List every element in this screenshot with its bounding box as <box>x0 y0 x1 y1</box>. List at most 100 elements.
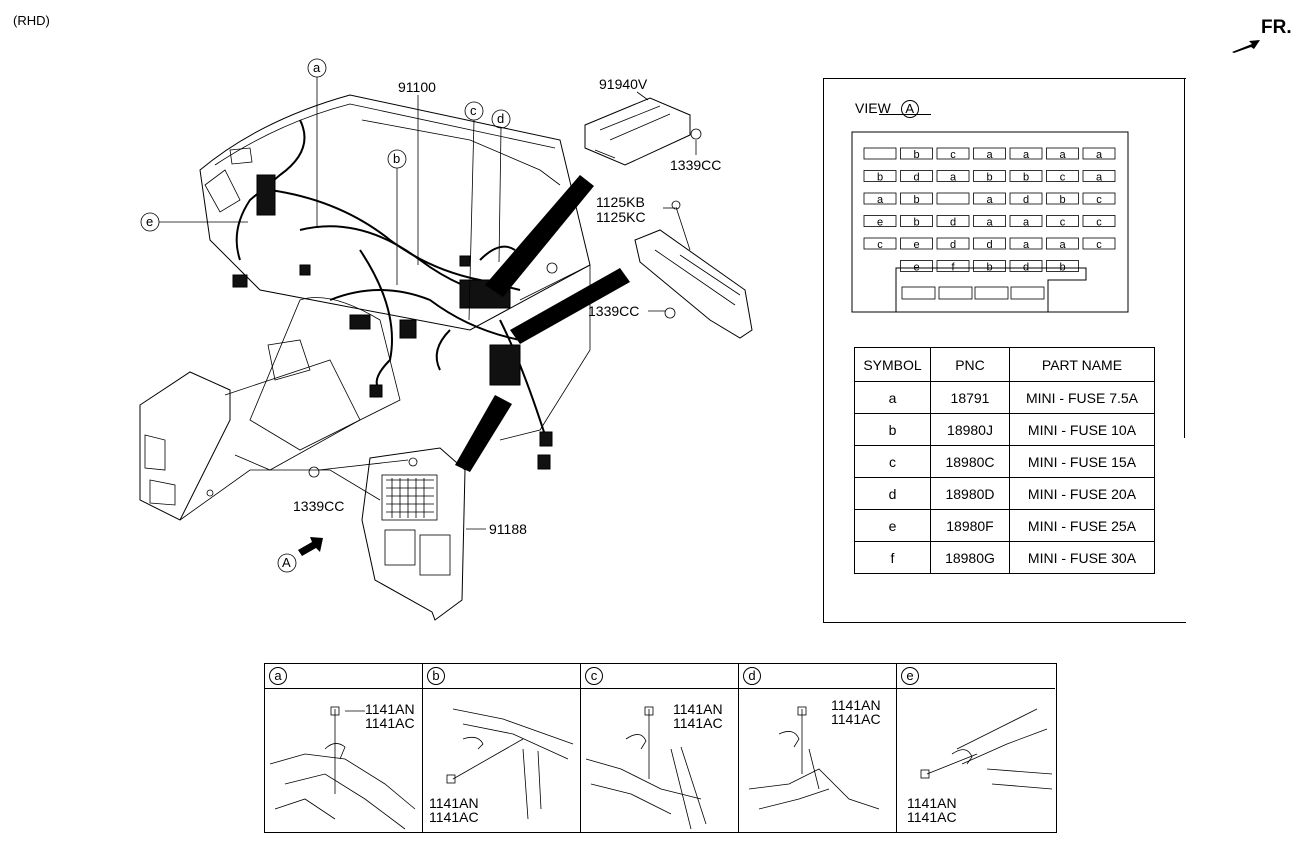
table-row: c 18980C MINI - FUSE 15A <box>854 445 1155 478</box>
fuse-slot <box>973 215 1006 227</box>
detail-part-1141ac: 1141AC <box>831 711 881 727</box>
front-label: FR. <box>1261 17 1292 38</box>
detail-parts-a: 1141AN 1141AC <box>365 702 415 730</box>
detail-part-1141ac: 1141AC <box>907 809 957 825</box>
detail-key: a <box>269 667 287 685</box>
view-a-panel <box>823 78 1186 623</box>
fuse-slot <box>1046 215 1079 227</box>
view-title-circle: A <box>900 100 919 118</box>
table-row: e 18980F MINI - FUSE 25A <box>854 509 1155 542</box>
callout-circles <box>140 58 511 573</box>
fuse-slot <box>973 147 1006 160</box>
detail-parts-e: 1141AN 1141AC <box>907 796 957 824</box>
fuse-slot-label: b <box>913 194 919 206</box>
detail-part-1141an: 1141AN <box>907 795 957 811</box>
fuse-slot-label: a <box>986 149 993 161</box>
fuse-slot-label: c <box>1060 217 1066 229</box>
fuse-slot <box>900 147 933 160</box>
fuse-slot <box>1082 237 1116 250</box>
detail-cell-b: b 1141AN 1141AC <box>423 664 581 832</box>
fuse-slot-label: c <box>1060 172 1066 184</box>
fuse-slot <box>1009 170 1043 182</box>
fuse-slot <box>973 192 1006 205</box>
detail-cell-d: d 1141AN 1141AC <box>739 664 897 832</box>
detail-header: d <box>739 664 896 689</box>
fuse-slot-label: e <box>913 239 919 251</box>
table-cell-part-name: MINI - FUSE 7.5A <box>1009 381 1155 414</box>
fuse-slot-label: a <box>1059 149 1066 161</box>
fuse-slot-label: b <box>1059 262 1065 274</box>
detail-drawing-d <box>748 706 880 810</box>
table-cell-symbol: b <box>854 413 931 446</box>
detail-drawing-b <box>446 708 574 820</box>
fuse-slot-label: a <box>1023 149 1030 161</box>
label-1125kb: 1125KB <box>596 194 645 210</box>
junction-box-91188 <box>308 447 466 621</box>
fuse-slot <box>1009 215 1043 227</box>
table-cell-symbol: a <box>854 381 931 414</box>
detail-part-1141an: 1141AN <box>831 697 881 713</box>
fuse-slot <box>1046 237 1079 250</box>
fuse-slot <box>1082 192 1116 205</box>
fuse-slot-label: b <box>913 149 919 161</box>
detail-cell-a: a 1141AN 1141AC <box>265 664 423 832</box>
fuse-slot-label: a <box>1023 217 1030 229</box>
fuse-slot <box>1009 147 1043 160</box>
table-cell-symbol: e <box>854 509 931 542</box>
relay-slots <box>901 286 1045 300</box>
front-arrow-icon <box>1232 40 1260 53</box>
module-bracket-right <box>634 200 753 339</box>
table-cell-pnc: 18980J <box>930 413 1010 446</box>
table-cell-part-name: MINI - FUSE 15A <box>1009 445 1155 478</box>
table-cell-pnc: 18980C <box>930 445 1010 478</box>
label-1339cc-left: 1339CC <box>293 498 345 514</box>
fuse-slot-label: f <box>951 262 955 274</box>
callout-d-main: d <box>497 111 505 126</box>
fuse-slot <box>1009 237 1043 250</box>
fuse-slot <box>1009 260 1043 272</box>
fuse-slot-label: c <box>877 239 883 251</box>
table-row: d 18980D MINI - FUSE 20A <box>854 477 1155 510</box>
detail-header: b <box>423 664 580 689</box>
fuse-slot <box>1046 192 1079 205</box>
detail-strip: a 1141AN 1141AC b 1141AN 1141AC <box>264 663 1057 833</box>
callout-b-main: b <box>393 151 401 166</box>
fuse-slot-label: d <box>1023 262 1029 274</box>
fuse-slot <box>1046 147 1079 160</box>
detail-header: a <box>265 664 422 689</box>
detail-header: c <box>581 664 738 689</box>
fuse-slot-label: c <box>1096 217 1102 229</box>
table-cell-part-name: MINI - FUSE 30A <box>1009 541 1155 574</box>
callout-c-main: c <box>470 103 477 118</box>
table-cell-symbol: d <box>854 477 931 510</box>
table-header-pnc: PNC <box>930 347 1010 382</box>
label-91940v: 91940V <box>599 76 648 92</box>
fuse-slot <box>900 170 933 182</box>
view-a-arrow-icon <box>298 537 323 556</box>
fuse-slot <box>900 260 933 272</box>
table-cell-pnc: 18980F <box>930 509 1010 542</box>
fuse-slot-label: d <box>950 239 956 251</box>
detail-parts-d: 1141AN 1141AC <box>831 698 881 726</box>
table-cell-part-name: MINI - FUSE 20A <box>1009 477 1155 510</box>
fuse-slot <box>1082 147 1116 160</box>
fuse-parts-table: SYMBOL PNC PART NAME a 18791 MINI - FUSE… <box>854 347 1155 574</box>
wiring-harness <box>232 119 553 470</box>
fuse-slot <box>863 192 897 205</box>
fuse-slot <box>973 237 1006 250</box>
fuse-slot <box>936 170 970 182</box>
table-header-part-name: PART NAME <box>1009 347 1155 382</box>
label-91100: 91100 <box>398 79 436 95</box>
label-1125kc: 1125KC <box>596 209 646 225</box>
detail-key: b <box>427 667 445 685</box>
fuse-slot <box>863 237 897 250</box>
leader-lines <box>159 77 697 530</box>
fuse-slot <box>973 170 1006 182</box>
label-1339cc-top: 1339CC <box>670 157 722 173</box>
detail-parts-b: 1141AN 1141AC <box>429 796 479 824</box>
fuse-slot <box>936 147 970 160</box>
variant-label: (RHD) <box>13 13 50 28</box>
label-91188: 91188 <box>489 521 527 537</box>
detail-part-1141an: 1141AN <box>365 701 415 717</box>
